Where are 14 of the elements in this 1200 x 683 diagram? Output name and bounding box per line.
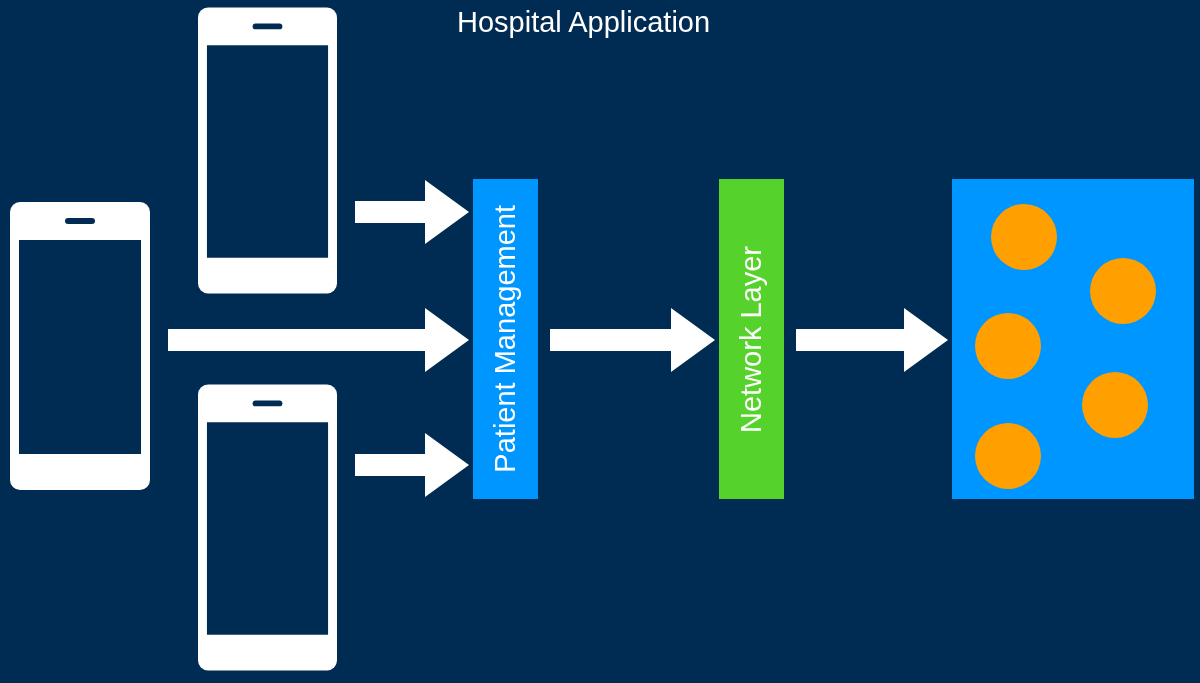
- bar-label: Network Layer: [737, 245, 766, 433]
- block-arrow: [550, 308, 715, 372]
- bar-label: Patient Management: [491, 205, 520, 473]
- container-box: [952, 179, 1194, 499]
- block-arrow: [355, 433, 469, 497]
- smartphone-drawing: [198, 384, 337, 671]
- diagram-title: Hospital Application: [457, 5, 711, 40]
- smartphone-drawing: [10, 202, 150, 490]
- smartphone-drawing: [198, 7, 337, 294]
- block-arrow: [168, 308, 469, 372]
- layer-bar: [719, 179, 784, 499]
- service-bar: [473, 179, 538, 499]
- block-arrow: [796, 308, 948, 372]
- block-arrow: [355, 180, 469, 244]
